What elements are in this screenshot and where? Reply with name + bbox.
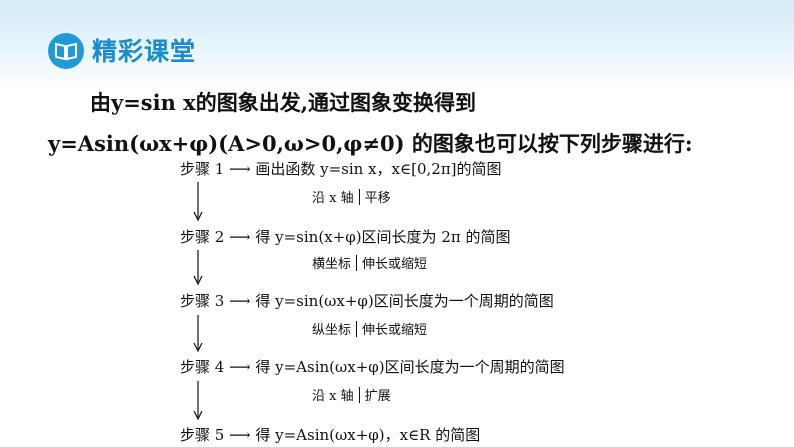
transform-4: 沿 x 轴扩展 — [312, 385, 391, 404]
transform-3-left: 纵坐标 — [312, 323, 352, 338]
transform-3-right: 伸长或缩短 — [362, 323, 428, 338]
down-arrow-icon — [193, 381, 203, 421]
step-5: 步骤 5 ⟶ 得 y=Asin(ωx+φ)，x∈R 的简图 — [180, 426, 481, 444]
transform-2-left: 横坐标 — [312, 257, 352, 272]
down-arrow-icon — [193, 250, 203, 286]
transform-1: 沿 x 轴平移 — [312, 187, 391, 206]
header-band — [0, 0, 794, 92]
transform-4-right: 扩展 — [364, 389, 391, 404]
transform-2: 横坐标伸长或缩短 — [312, 253, 427, 272]
down-arrow-icon — [193, 182, 203, 222]
transform-1-right: 平移 — [364, 191, 391, 206]
step-1: 步骤 1 ⟶ 画出函数 y=sin x，x∈[0,2π]的简图 — [180, 160, 502, 178]
intro-line-2: y=Asin(ωx+φ)(A>0,ω>0,φ≠0) 的图象也可以按下列步骤进行: — [48, 131, 693, 156]
transform-divider — [358, 387, 360, 403]
step-2: 步骤 2 ⟶ 得 y=sin(x+φ)区间长度为 2π 的简图 — [180, 228, 511, 246]
transform-4-left: 沿 x 轴 — [312, 389, 354, 404]
transform-3: 纵坐标伸长或缩短 — [312, 319, 427, 338]
down-arrow-icon — [193, 315, 203, 353]
transform-divider — [356, 255, 358, 271]
book-icon — [48, 33, 84, 69]
section-title: 精彩课堂 — [92, 37, 197, 66]
transform-2-right: 伸长或缩短 — [362, 257, 428, 272]
transform-divider — [356, 321, 358, 337]
step-4: 步骤 4 ⟶ 得 y=Asin(ωx+φ)区间长度为一个周期的简图 — [180, 358, 565, 376]
intro-line-1: 由y=sin x的图象出发,通过图象变换得到 — [90, 90, 477, 115]
transform-1-left: 沿 x 轴 — [312, 191, 354, 206]
step-3: 步骤 3 ⟶ 得 y=sin(ωx+φ)区间长度为一个周期的简图 — [180, 292, 554, 310]
transform-divider — [358, 189, 360, 205]
